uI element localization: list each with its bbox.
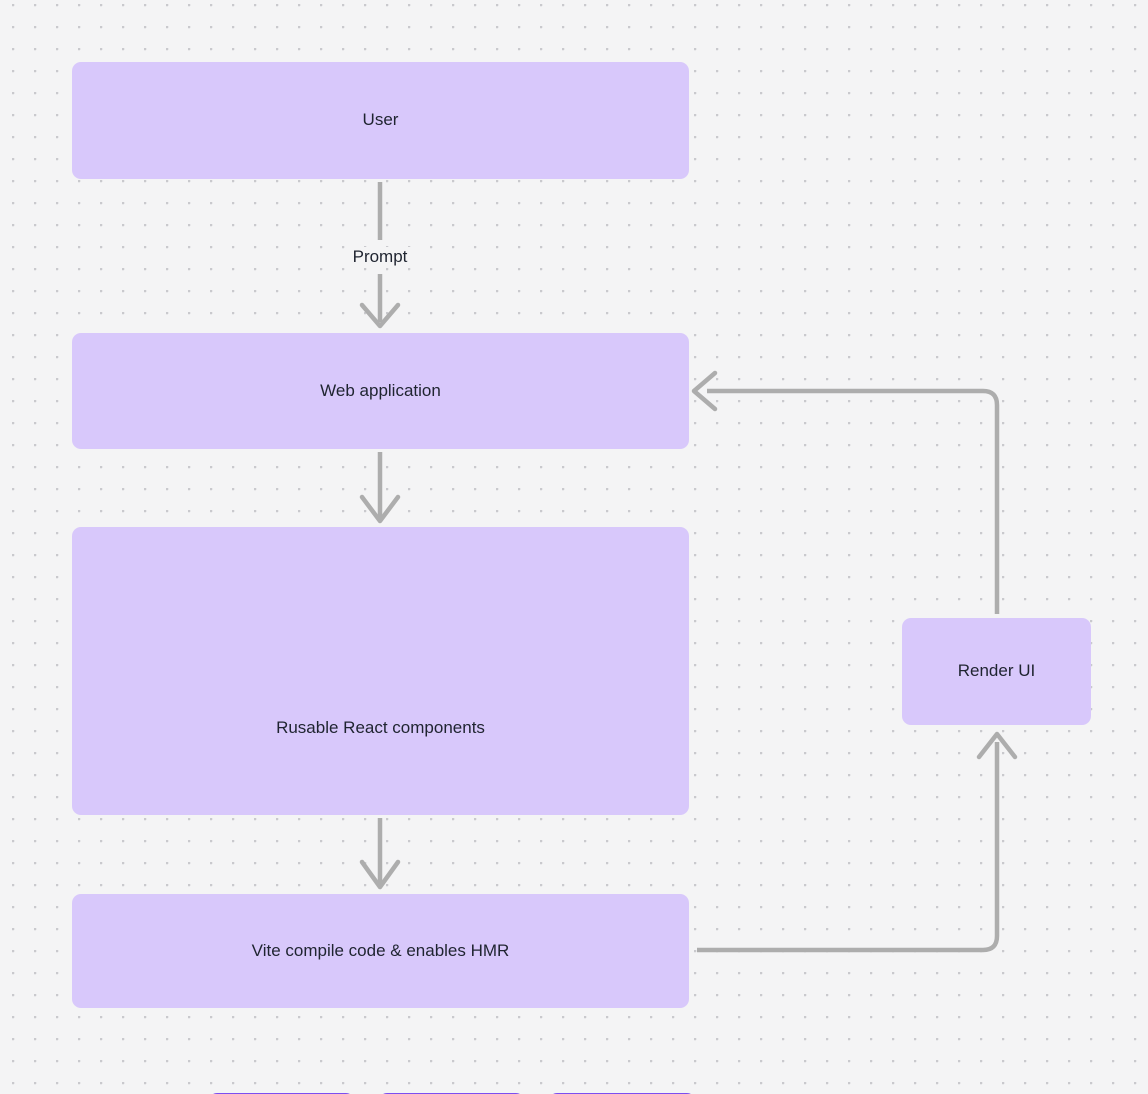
node-web-application[interactable]: Web application [72, 333, 689, 449]
arrowhead-up-render [976, 731, 1018, 760]
node-vite-compile-label: Vite compile code & enables HMR [251, 940, 510, 960]
node-render-ui-label: Render UI [957, 661, 1036, 681]
node-user[interactable]: User [72, 62, 689, 179]
arrowhead-left-webapp [691, 370, 718, 412]
edge-render-to-webapp [691, 370, 1000, 614]
edge-vite-to-render [697, 731, 1018, 953]
node-components-caption: Rusable React components [276, 718, 485, 737]
node-web-application-label: Web application [320, 380, 441, 400]
edge-components-to-vite [359, 818, 401, 890]
node-reusable-react-components[interactable]: HTML =structure CSS = Styles& Layouts Ja… [72, 527, 695, 1094]
edge-render-to-webapp-line [707, 388, 1000, 614]
node-render-ui[interactable]: Render UI [902, 618, 1091, 725]
edge-label-prompt: Prompt [346, 247, 414, 267]
arrowhead-down-webapp [359, 302, 401, 329]
arrowhead-down-components [359, 494, 401, 524]
arrowhead-down-vite [359, 859, 401, 890]
node-vite-compile[interactable]: Vite compile code & enables HMR [72, 894, 689, 1008]
edge-webapp-to-components [359, 452, 401, 524]
node-user-label: User [362, 110, 399, 130]
edge-vite-to-render-line [697, 742, 1000, 953]
